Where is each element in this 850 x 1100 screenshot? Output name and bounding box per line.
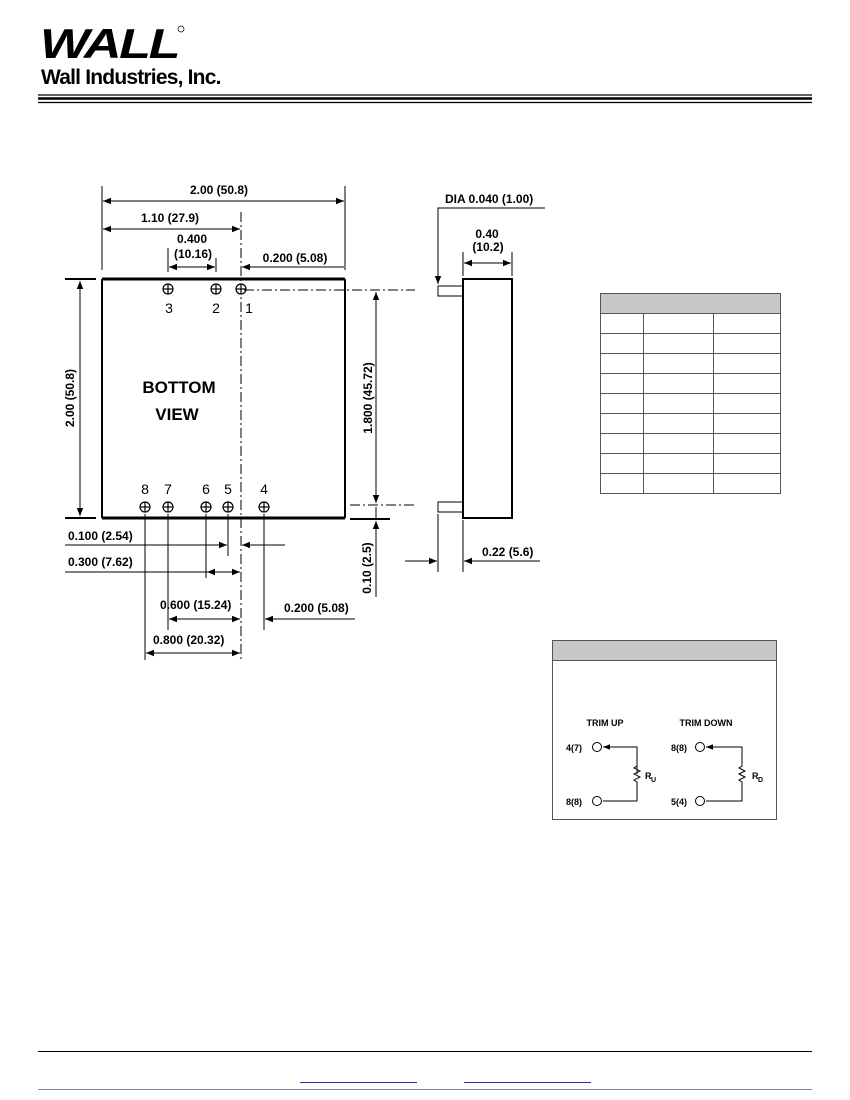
- rd-label: R: [752, 771, 759, 781]
- footer-link-2[interactable]: [464, 1082, 591, 1083]
- pin-6-icon: [200, 501, 212, 513]
- pin-1-icon: [235, 283, 247, 295]
- pin-8-icon: [139, 501, 151, 513]
- dim-width: 2.00 (50.8): [190, 183, 248, 197]
- module-outline: [101, 277, 346, 520]
- table-row: [600, 353, 781, 374]
- logo-text: WALL: [40, 22, 178, 64]
- pin-label-3: 3: [165, 300, 173, 316]
- table-row: [600, 393, 781, 414]
- dim-pin1-x: 1.10 (27.9): [141, 211, 199, 225]
- pin-7-icon: [162, 501, 174, 513]
- trim-down-title: TRIM DOWN: [680, 718, 733, 728]
- terminal-icon: [592, 742, 602, 752]
- dim-pin5-offset: 0.100 (2.54): [68, 529, 133, 543]
- dim-pin4-offset: 0.200 (5.08): [284, 601, 349, 615]
- table-header-cell: [600, 293, 781, 314]
- dim-pin6-offset: 0.300 (7.62): [68, 555, 133, 569]
- pin-connection-table: [600, 293, 781, 494]
- trim-diagram: TRIM UP TRIM DOWN 4(7) 8(8) R U 8(8) 5(4…: [566, 718, 763, 807]
- resistor-icon: [632, 764, 642, 786]
- terminal-icon: [592, 796, 602, 806]
- pin-4-icon: [258, 501, 270, 513]
- trim-down-top-pin: 8(8): [671, 743, 687, 753]
- registered-mark-icon: [177, 25, 185, 33]
- view-label-view: VIEW: [155, 405, 199, 424]
- wall-logo: WALL: [40, 22, 185, 64]
- table-row: [600, 313, 781, 334]
- header-rule: [38, 94, 812, 104]
- table-row: [600, 373, 781, 394]
- rd-subscript: D: [758, 777, 763, 784]
- dim-pin8-offset: 0.800 (20.32): [153, 633, 224, 647]
- pin-label-4: 4: [260, 481, 268, 497]
- dim-pin7-offset: 0.600 (15.24): [160, 598, 231, 612]
- resistor-icon: [737, 764, 747, 786]
- pin-label-2: 2: [212, 300, 220, 316]
- table-row: [600, 473, 781, 494]
- trim-box: TRIM UP TRIM DOWN 4(7) 8(8) R U 8(8) 5(4…: [552, 640, 777, 820]
- company-name: Wall Industries, Inc.: [41, 66, 221, 89]
- footer-rule-bottom: [38, 1089, 812, 1090]
- table-row: [600, 413, 781, 434]
- ru-label: R: [645, 771, 652, 781]
- dim-height: 2.00 (50.8): [63, 369, 77, 427]
- terminal-icon: [695, 796, 705, 806]
- pin-label-1: 1: [245, 300, 253, 316]
- trim-up-top-pin: 4(7): [566, 743, 582, 753]
- pin-label-7: 7: [164, 481, 172, 497]
- dim-edge-to-pin: 0.10 (2.5): [360, 542, 374, 593]
- side-view: [405, 207, 545, 572]
- trim-down-bottom-pin: 5(4): [671, 797, 687, 807]
- dim-pin1-to-edge: 0.200 (5.08): [263, 251, 328, 265]
- trim-up-title: TRIM UP: [587, 718, 624, 728]
- view-label-bottom: BOTTOM: [142, 378, 215, 397]
- pin-label-6: 6: [202, 481, 210, 497]
- terminal-icon: [695, 742, 705, 752]
- dim-pin-row-spacing: 1.800 (45.72): [361, 362, 375, 433]
- dim-thickness-in: 0.40: [475, 227, 499, 241]
- table-row: [600, 453, 781, 474]
- trim-up-bottom-pin: 8(8): [566, 797, 582, 807]
- pin-3-icon: [162, 283, 174, 295]
- pin-5-icon: [222, 501, 234, 513]
- table-row: [600, 433, 781, 454]
- dim-pin-spacing-in: 0.400: [177, 232, 207, 246]
- pin-label-5: 5: [224, 481, 232, 497]
- pin-2-icon: [210, 283, 222, 295]
- footer-rule: [38, 1051, 812, 1052]
- dim-pin-length: 0.22 (5.6): [482, 545, 533, 559]
- table-row: [600, 333, 781, 354]
- footer-link-1[interactable]: [300, 1082, 417, 1083]
- pin-label-8: 8: [141, 481, 149, 497]
- dim-pin-dia: DIA 0.040 (1.00): [445, 192, 533, 206]
- table-header-row: [600, 293, 781, 314]
- trim-box-header: [553, 641, 776, 661]
- dim-thickness-mm: (10.2): [472, 240, 503, 254]
- dim-pin-spacing-mm: (10.16): [174, 247, 212, 261]
- ru-subscript: U: [651, 777, 656, 784]
